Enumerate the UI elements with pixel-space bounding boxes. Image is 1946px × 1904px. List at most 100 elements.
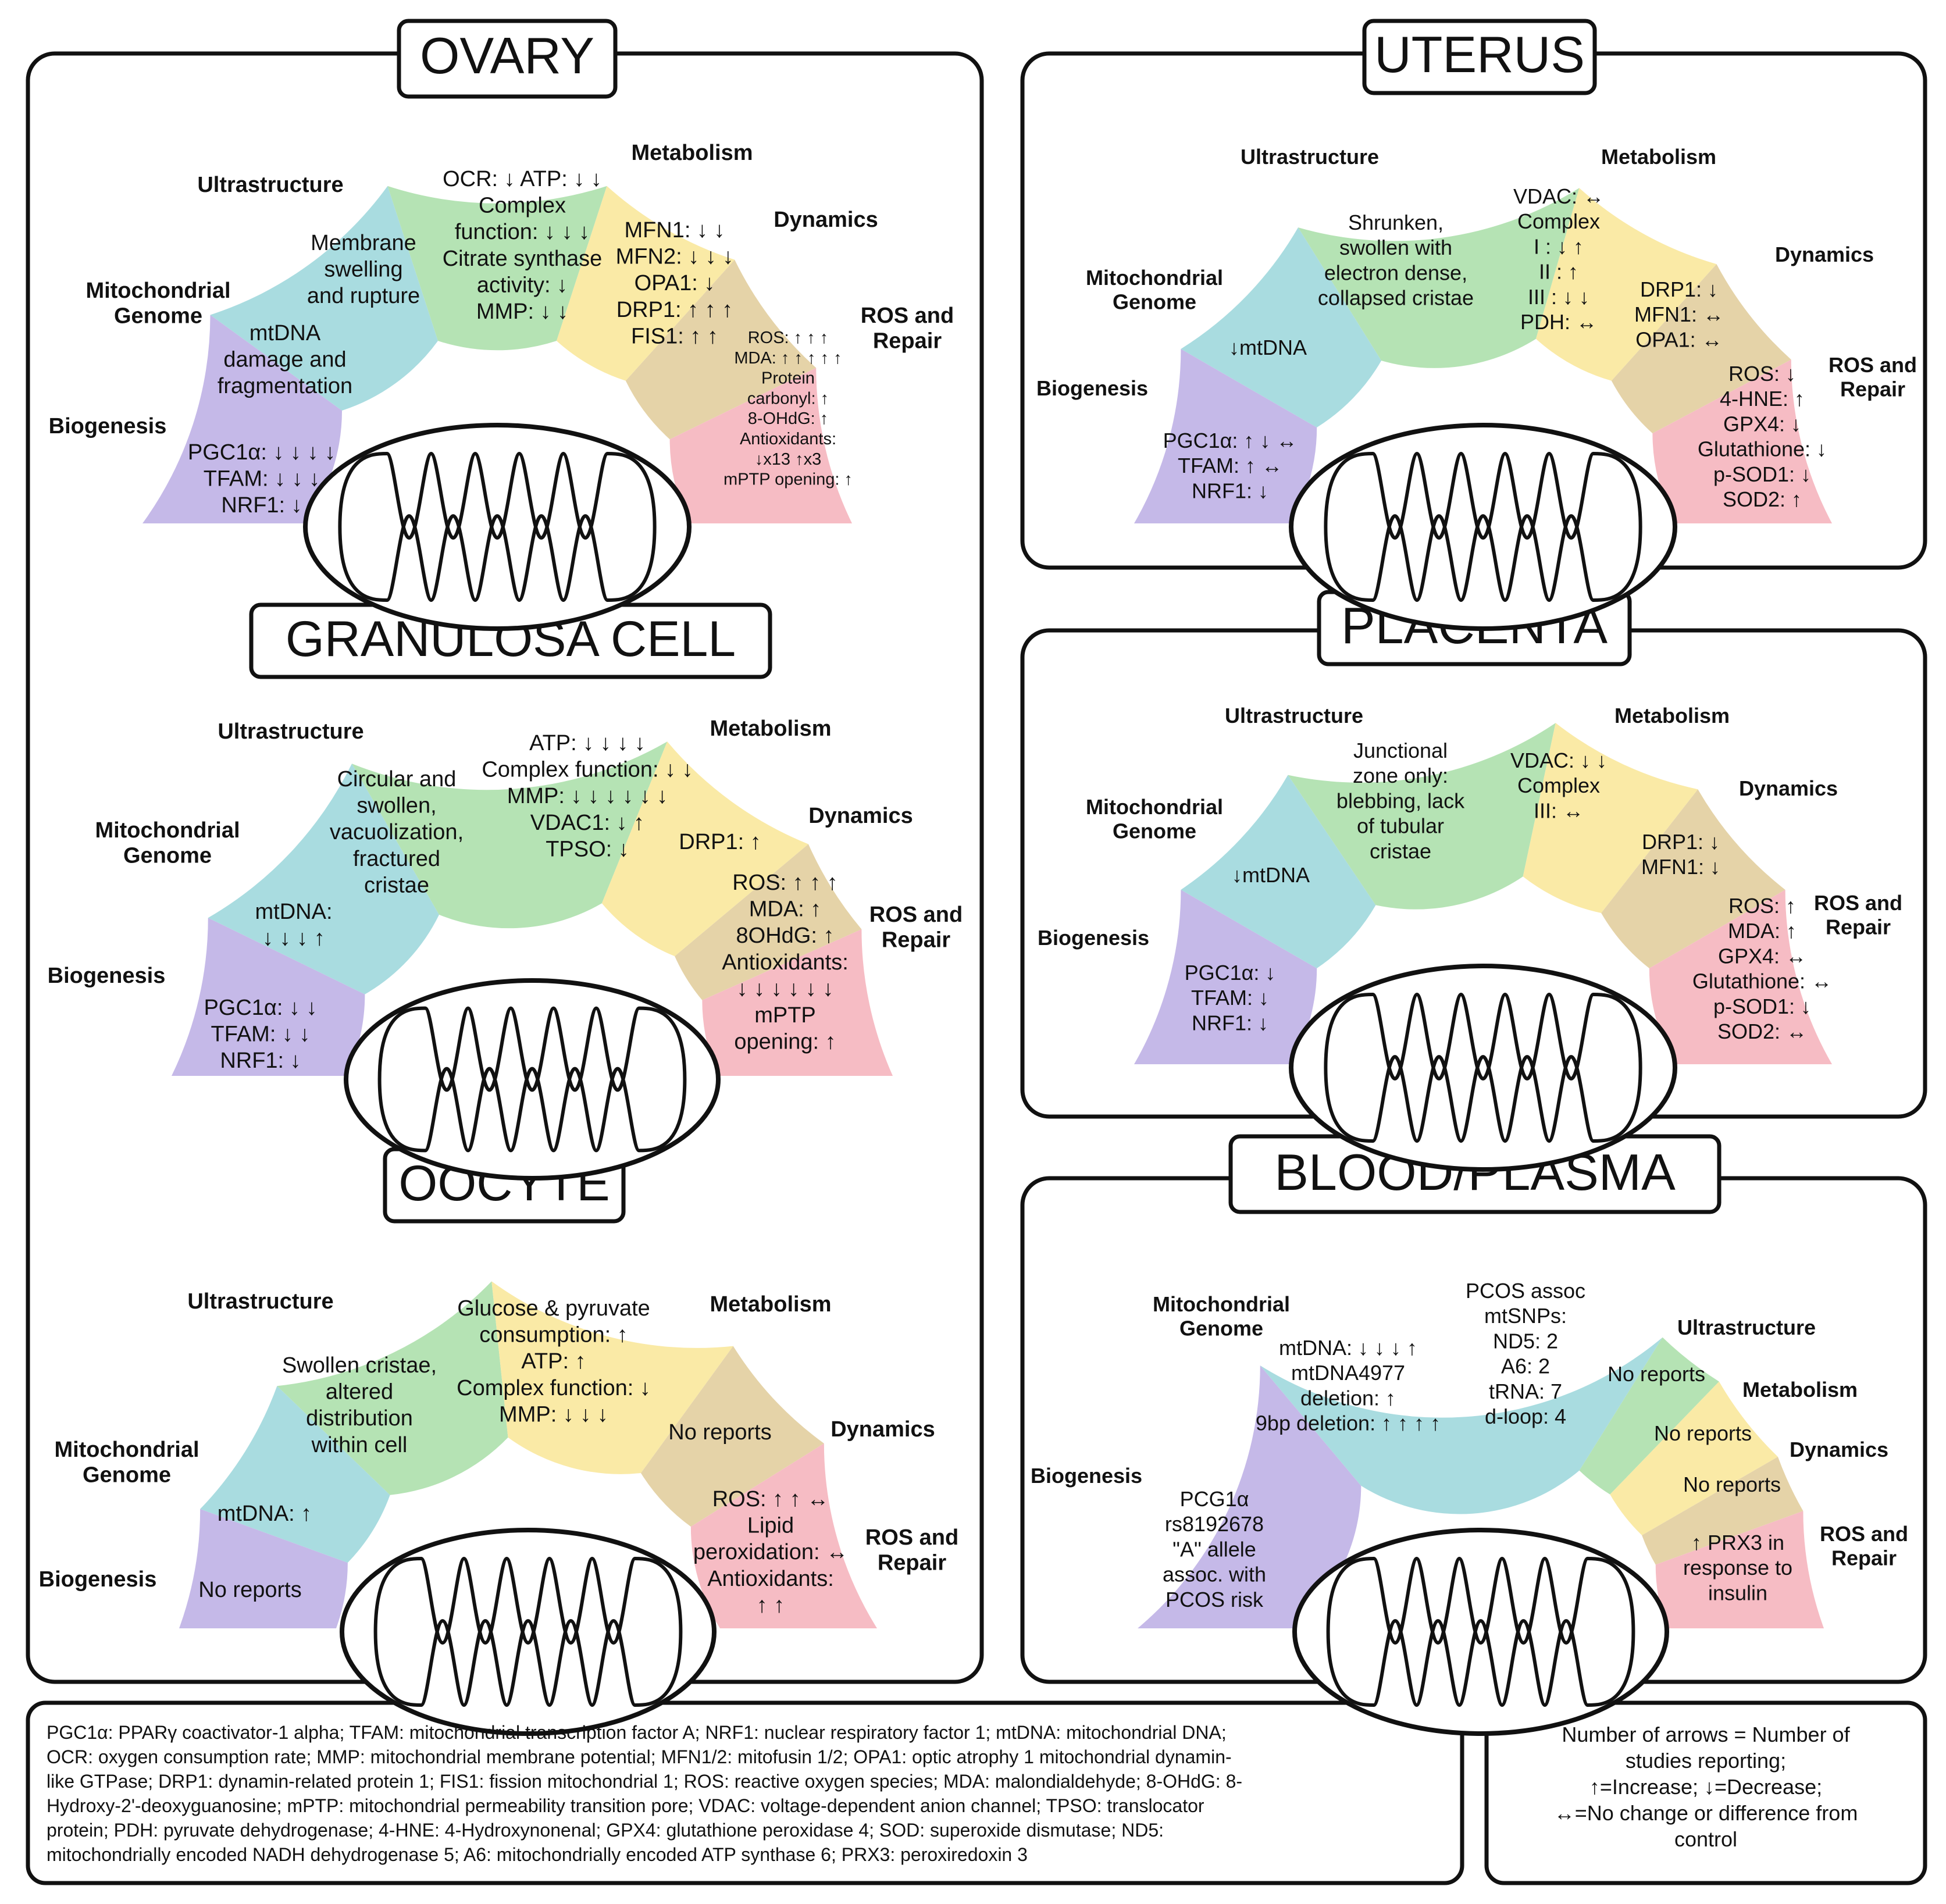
blood-biogenesis-segment [1138,1365,1362,1628]
placenta-dynamics-segment [1601,789,1785,968]
ovary-dynamics-text: MFN1: ↓ ↓MFN2: ↓ ↓ ↓OPA1: ↓DRP1: ↑ ↑ ↑FI… [616,218,734,348]
uterus-biogenesis-text: PGC1α: ↑ ↓ ↔TFAM: ↑ ↔NRF1: ↓ [1163,429,1298,502]
oocyte-ultrastructure-label: Ultrastructure [187,1289,333,1314]
blood-ultrastructure-text: No reports [1608,1362,1705,1386]
placenta-biogenesis-label: Biogenesis [1038,926,1149,950]
granulosa-dynamics-text: DRP1: ↑ [679,830,761,854]
placenta-biogenesis-segment [1134,890,1317,1064]
uterus-ros-text: ROS: ↓4-HNE: ↑GPX4: ↓Glutathione: ↓p-SOD… [1698,362,1827,511]
uterus-biogenesis-segment [1134,349,1317,523]
abbreviation-line: protein; PDH: pyruvate dehydrogenase; 4-… [47,1820,1164,1841]
placenta-ultrastructure-label: Ultrastructure [1225,704,1363,728]
abbreviations-frame [26,1700,1464,1885]
oocyte-ultrastructure-segment [277,1281,508,1495]
placenta-metabolism-segment [1523,723,1698,913]
ovary-biogenesis-label: Biogenesis [49,414,167,438]
uterus-biogenesis-label: Biogenesis [1036,376,1148,400]
uterus-ultrastructure-segment [1298,188,1580,368]
uterus-title: UTERUS [1362,19,1597,95]
key-line: ↔=No change or difference from [1554,1801,1858,1825]
abbreviation-line: mitochondrially encoded NADH dehydrogena… [47,1844,1028,1865]
key-line: ↑=Increase; ↓=Decrease; [1589,1775,1822,1799]
ovary-dynamics-label: Dynamics [774,208,878,232]
key-line: control [1674,1827,1737,1851]
svg-text:OVARY: OVARY [420,27,594,84]
key-line: studies reporting; [1626,1749,1786,1773]
oocyte-genome-segment [200,1386,390,1563]
abbreviation-line: OCR: oxygen consumption rate; MMP: mitoc… [47,1746,1232,1767]
oocyte-fan: No reports mtDNA: ↑ Swollen cristae,altere… [39,1281,958,1736]
placenta-ultrastructure-segment [1288,723,1556,910]
blood-ros-segment [1655,1511,1824,1628]
uterus-genome-segment [1181,227,1382,427]
placenta-ros-segment [1649,890,1832,1064]
ovary-ros-segment [669,368,852,523]
granulosa-dynamics-label: Dynamics [808,804,913,828]
uterus-dynamics-text: DRP1: ↓MFN1: ↔OPA1: ↔ [1634,277,1724,351]
oocyte-dynamics-segment [640,1346,824,1527]
abbreviation-line: Hydroxy-2'-deoxyguanosine; mPTP: mitocho… [47,1795,1204,1816]
granulosa-metabolism-label: Metabolism [710,716,831,741]
ovary-biogenesis-segment [142,315,343,523]
placenta-dynamics-text: DRP1: ↓MFN1: ↓ [1641,830,1720,879]
placenta-genome-segment [1181,775,1376,968]
placenta-mitochondrion-icon [1289,964,1677,1172]
granulosa-ros-segment [702,929,893,1076]
blood-mitochondrion-icon [1292,1528,1669,1736]
oocyte-biogenesis-text: No reports [198,1578,301,1602]
ovary-dynamics-segment [625,259,817,440]
ovary-metabolism-segment [556,186,735,381]
blood-ultrastructure-label: Ultrastructure [1677,1315,1816,1339]
ovary-metabolism-label: Metabolism [631,141,753,165]
granulosa-genome-text: mtDNA:↓ ↓ ↓ ↑ [255,900,333,951]
key-line: Number of arrows = Number of [1562,1723,1850,1746]
blood-metabolism-label: Metabolism [1742,1378,1858,1402]
placenta-metabolism-label: Metabolism [1614,704,1730,728]
granulosa-biogenesis-text: PGC1α: ↓ ↓TFAM: ↓ ↓NRF1: ↓ [204,996,317,1073]
blood-biogenesis-label: Biogenesis [1031,1464,1142,1488]
oocyte-ros-segment [690,1443,877,1628]
blood-genome-segment [1260,1337,1663,1514]
oocyte-metabolism-segment [491,1281,733,1474]
placenta-ros-text: ROS: ↑MDA: ↑GPX4: ↔Glutathione: ↔p-SOD1:… [1692,894,1832,1043]
granulosa-metabolism-segment [601,741,808,957]
blood-dynamics-segment [1642,1457,1804,1565]
oocyte-genome-text: mtDNA: ↑ [218,1502,312,1526]
uterus-metabolism-segment [1535,188,1717,381]
svg-text:UTERUS: UTERUS [1374,26,1585,83]
blood-dynamics-text: No reports [1683,1472,1781,1496]
granulosa-biogenesis-segment [172,918,365,1076]
uterus-ros-segment [1652,359,1832,523]
granulosa-dynamics-segment [675,844,862,1000]
oocyte-metabolism-label: Metabolism [710,1292,831,1317]
uterus-metabolism-label: Metabolism [1601,145,1716,169]
abbreviations-text: PGC1α: PPARγ coactivator-1 alpha; TFAM: … [47,1722,1242,1865]
granulosa-ros-text: ROS: ↑ ↑ ↑MDA: ↑8OHdG: ↑Antioxidants:↓ ↓… [722,871,849,1054]
ovary-mitochondrion-icon [303,423,692,631]
oocyte-biogenesis-segment [179,1509,348,1628]
uterus-genome-text: ↓mtDNA [1229,336,1307,359]
blood-metabolism-text: No reports [1654,1421,1752,1445]
